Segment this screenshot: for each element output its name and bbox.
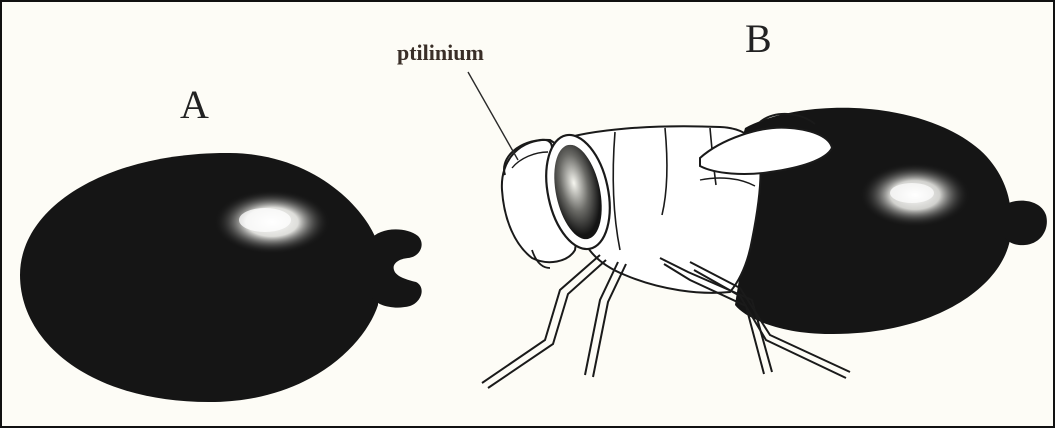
spiracle-knob-b: [1005, 201, 1047, 246]
ptilinium-label: ptilinium: [397, 40, 484, 65]
panel-a-label: A: [180, 82, 209, 127]
panel-a-puparium: [20, 153, 422, 402]
spiracle-knob-a: [372, 229, 422, 307]
ptilinium-callout-line: [468, 72, 518, 160]
panel-b-label: B: [745, 16, 772, 61]
panel-b-emerging-fly: [468, 72, 1047, 388]
puparium-a-body: [20, 153, 378, 402]
